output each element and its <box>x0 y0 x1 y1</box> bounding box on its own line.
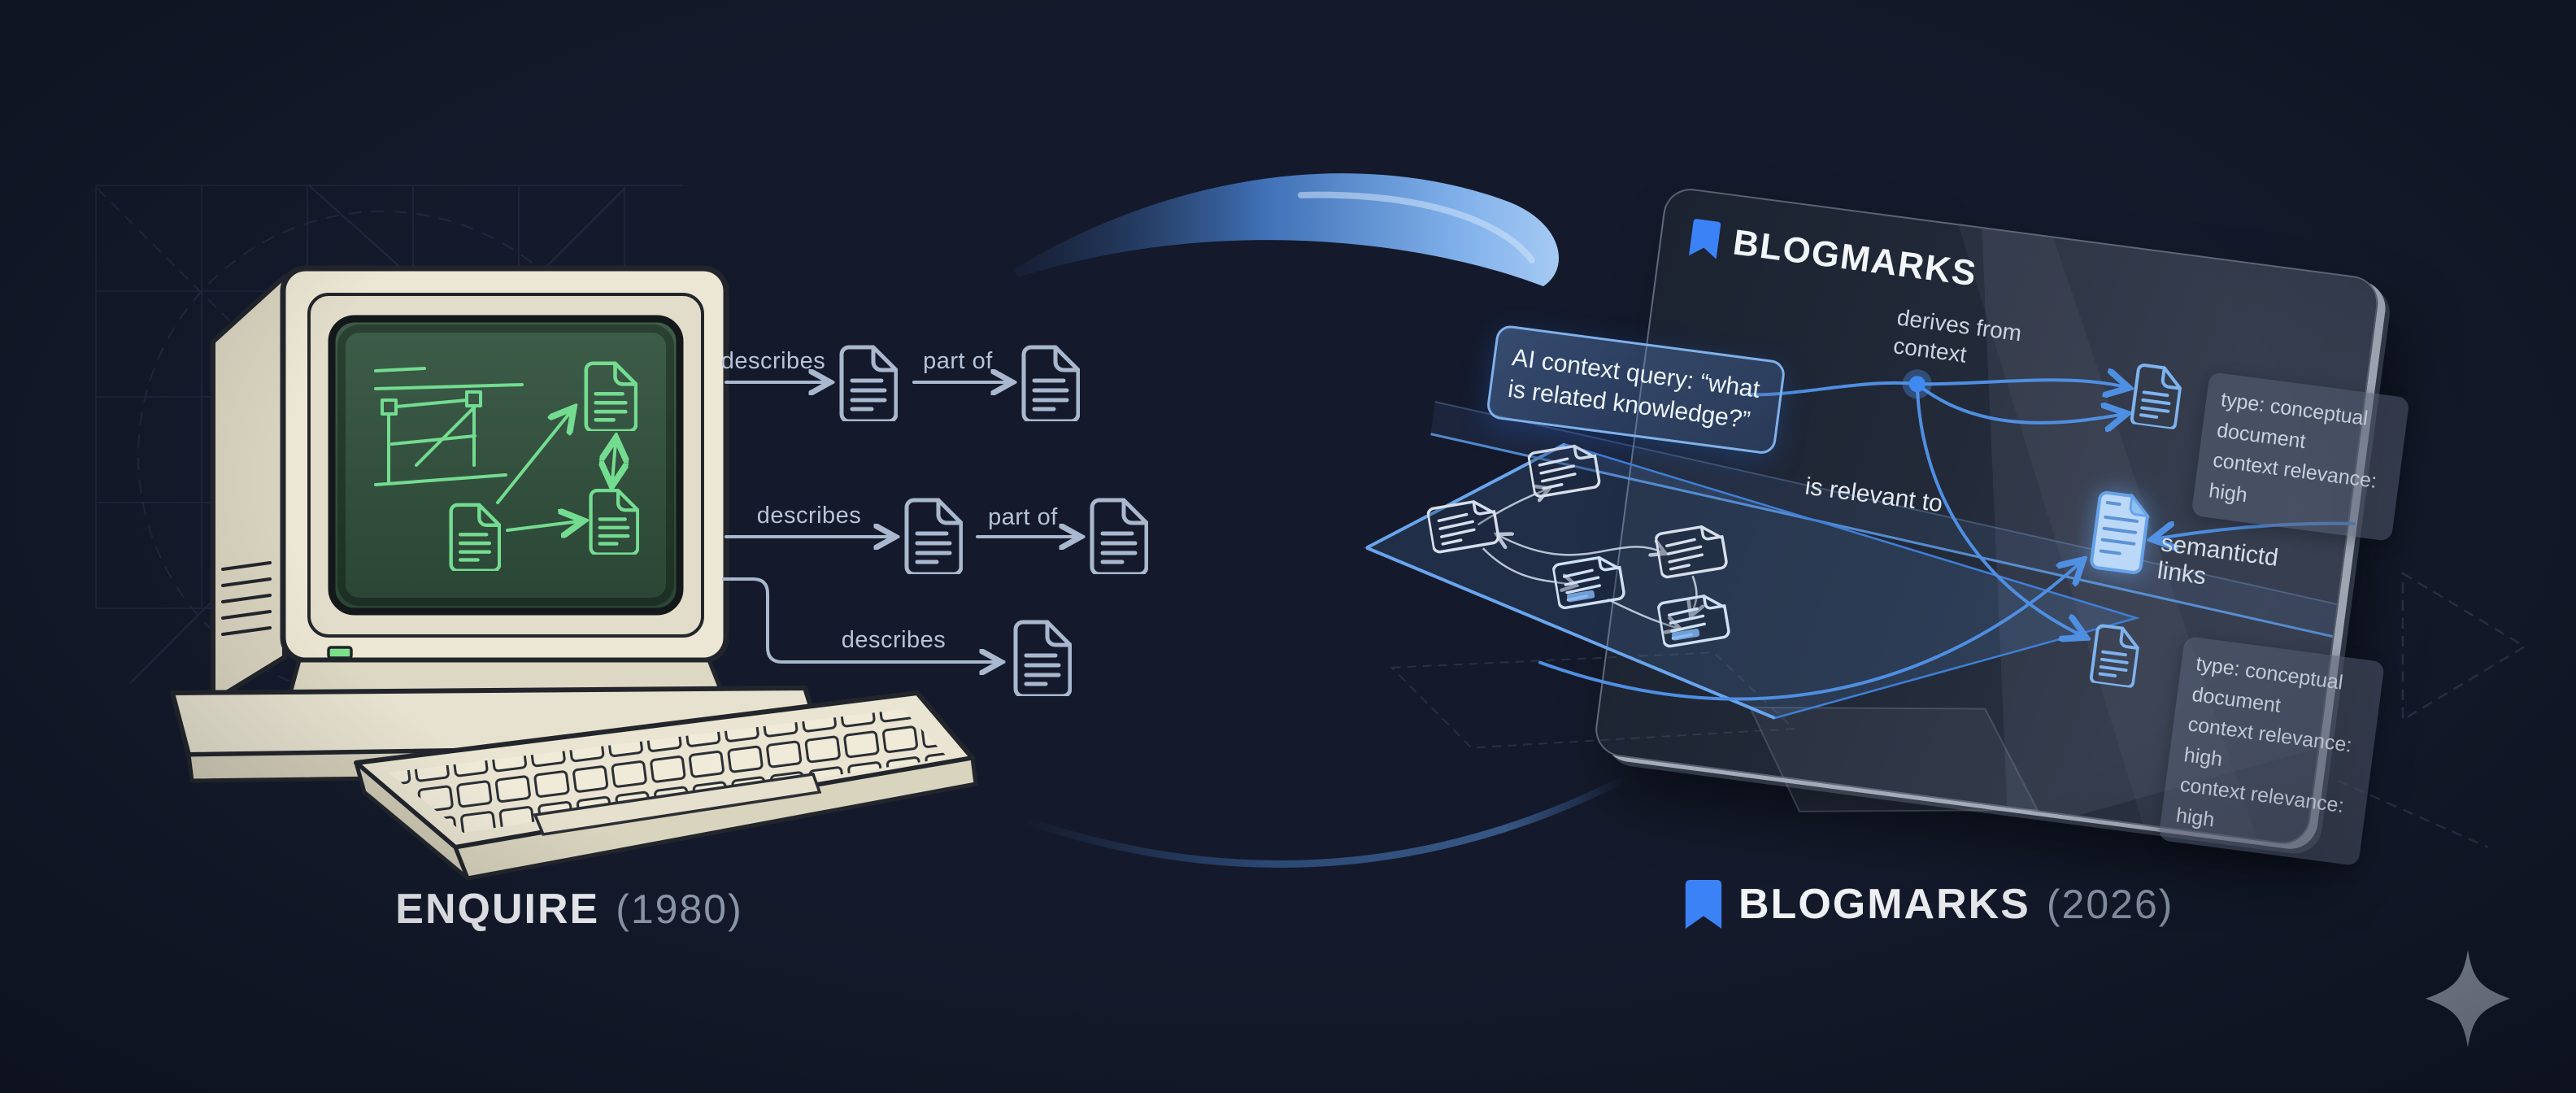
app-header: BLOGMARKS <box>1688 217 1979 295</box>
swoosh-arc-top <box>1014 173 1560 286</box>
vent-lines <box>221 561 272 636</box>
document-icon <box>1024 347 1078 421</box>
mini-document-icon <box>1656 591 1731 649</box>
document-icon <box>907 500 961 574</box>
crt-double-arrow <box>612 442 616 481</box>
blogmarks-year: (2026) <box>2046 882 2174 927</box>
semantic-document-icon <box>2090 491 2151 574</box>
relevance-beam <box>1430 402 2337 637</box>
enquire-flow-diagram <box>722 347 1147 696</box>
relation-label-part-of: part of <box>988 504 1058 530</box>
annotation-card: type: conceptual document context releva… <box>2158 635 2386 867</box>
enquire-title: ENQUIRE <box>395 886 600 933</box>
crt-screen <box>328 315 684 616</box>
document-icon <box>1092 500 1147 574</box>
crt-diagram <box>374 364 637 571</box>
document-icon-outline-blue <box>2131 364 2182 429</box>
power-led <box>327 646 353 660</box>
key-rows <box>389 709 948 833</box>
document-icon-outline-blue <box>2089 623 2142 689</box>
document-icon <box>842 347 896 421</box>
blogmarks-caption: BLOGMARKS (2026) <box>1685 880 2174 929</box>
relation-label-part-of: part of <box>923 348 993 374</box>
describes-arrow <box>722 577 997 662</box>
ghost-outline <box>1390 651 1796 749</box>
sparkle-icon <box>2426 950 2510 1047</box>
context-node-dot <box>1908 376 1925 393</box>
crt-arrow <box>496 412 571 504</box>
relation-label-describes: describes <box>841 627 946 653</box>
blogmarks-tablet: BLOGMARKS AI context query: “what is rel… <box>1364 185 2410 867</box>
context-curves <box>1538 315 2356 701</box>
blogmarks-title: BLOGMARKS <box>1738 881 2030 928</box>
ghost-panel <box>1748 706 2039 812</box>
crt-arrow <box>506 521 579 530</box>
document-icon <box>1016 622 1070 696</box>
annotation-card: type: conceptual document context releva… <box>2191 372 2410 542</box>
relation-label-describes: describes <box>756 503 862 529</box>
tablet-graph-artwork <box>1364 187 2356 812</box>
bookmark-icon <box>1688 219 1721 259</box>
swoosh-arc-bottom <box>1019 775 1629 868</box>
keyboard <box>354 690 978 881</box>
vintage-computer <box>170 265 978 881</box>
enquire-year: (1980) <box>616 886 743 932</box>
spacebar <box>533 773 822 836</box>
bookmark-icon <box>1685 880 1722 929</box>
enquire-caption: ENQUIRE (1980) <box>342 885 797 934</box>
relation-label-describes: describes <box>720 348 826 374</box>
mini-document-icon <box>1551 553 1626 611</box>
